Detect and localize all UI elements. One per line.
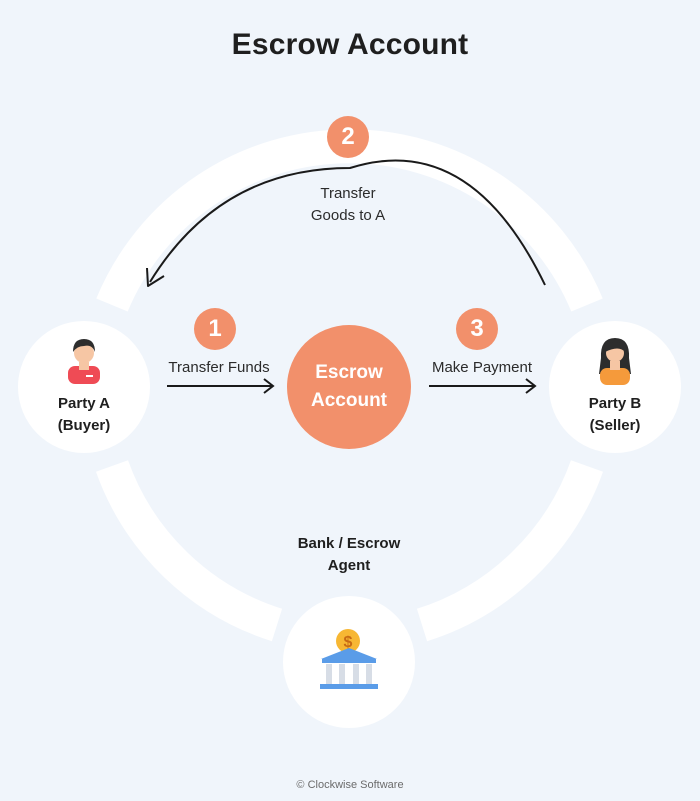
arrow-make-payment-head [525,378,537,394]
party-a-label: Party A (Buyer) [57,395,111,434]
arrow-goods-to-a [149,159,546,286]
arrow-transfer-funds-head [263,378,275,394]
step-1-label: Transfer Funds [168,359,270,376]
step-1-badge: 1 [194,308,236,350]
bank-node [283,596,415,728]
step-2-label: Transfer Goods to A [310,185,386,224]
step-3-badge: 3 [456,308,498,350]
step-3-label: Make Payment [431,359,533,376]
ring-right-arc [416,460,604,642]
escrow-account-label: Escrow Account [311,362,387,411]
page-title: Escrow Account [231,28,469,61]
bank-agent-label: Bank / Escrow Agent [297,535,401,574]
copyright-footer: © Clockwise Software [296,779,404,791]
arrow-goods-to-a-head [146,267,165,287]
step-2-badge: 2 [327,116,369,158]
party-b-label: Party B (Seller) [588,395,642,434]
escrow-account-node: Escrow Account [287,325,411,449]
ring-left-arc [95,460,283,642]
